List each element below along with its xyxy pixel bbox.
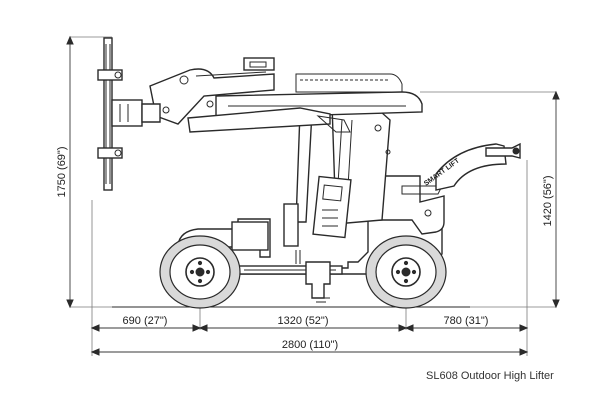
front-overhang-label: 780 (31") — [444, 315, 489, 327]
overall-length-dimension: 2800 (110") — [90, 339, 529, 356]
front-wheel — [365, 235, 447, 309]
overall-height-label: 1750 (69") — [56, 147, 68, 198]
rear-overhang-label: 690 (27") — [123, 315, 168, 327]
overall-length-label: 2800 (110") — [282, 339, 338, 351]
caption: SL608 Outdoor High Lifter — [426, 370, 554, 382]
boom-height-label: 1420 (56") — [542, 176, 554, 227]
segment-dimensions: 690 (27") 1320 (52") 780 (31") — [90, 315, 529, 332]
rear-wheel — [159, 235, 241, 309]
vacuum-head — [97, 37, 161, 191]
overall-height-dimension: 1750 (69") — [56, 35, 74, 309]
chassis: SMART LIFT — [177, 142, 521, 303]
mast-assembly — [283, 103, 391, 264]
extension-lines — [70, 36, 556, 356]
wheelbase-label: 1320 (52") — [278, 315, 329, 327]
boom-assembly — [149, 57, 423, 133]
boom-height-dimension: 1420 (56") — [542, 90, 560, 309]
